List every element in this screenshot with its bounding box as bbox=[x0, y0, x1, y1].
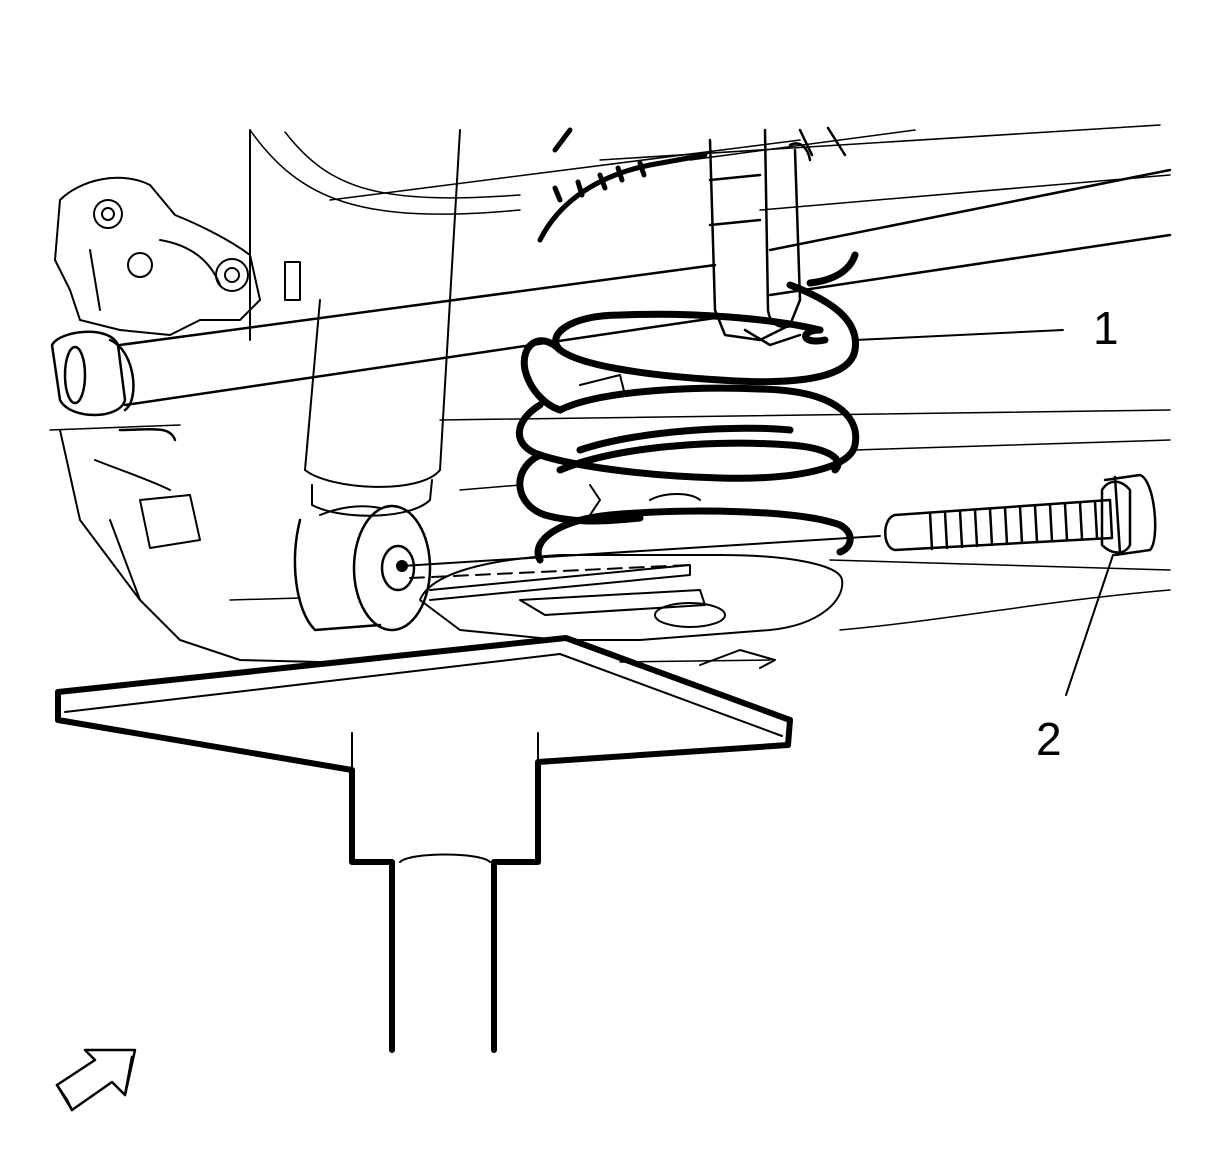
callout-label-1: 1 bbox=[1093, 302, 1119, 354]
upper-spring-seat bbox=[537, 127, 708, 243]
view-direction-arrow-icon bbox=[55, 1048, 137, 1112]
link-bracket bbox=[708, 126, 847, 347]
leader-line-1 bbox=[854, 329, 1064, 341]
callout-label-2: 2 bbox=[1036, 713, 1062, 765]
bolt-centerline bbox=[401, 535, 881, 579]
vehicle-underbody bbox=[49, 124, 1171, 663]
jack-stand bbox=[55, 635, 793, 1053]
lower-spring-seat bbox=[419, 374, 844, 669]
bolt bbox=[884, 473, 1157, 557]
leader-line-2 bbox=[1065, 554, 1114, 696]
coil-spring bbox=[515, 251, 860, 564]
axle-beam bbox=[50, 168, 1172, 442]
knuckle-bracket bbox=[54, 176, 321, 663]
callout-leaders bbox=[854, 329, 1114, 696]
